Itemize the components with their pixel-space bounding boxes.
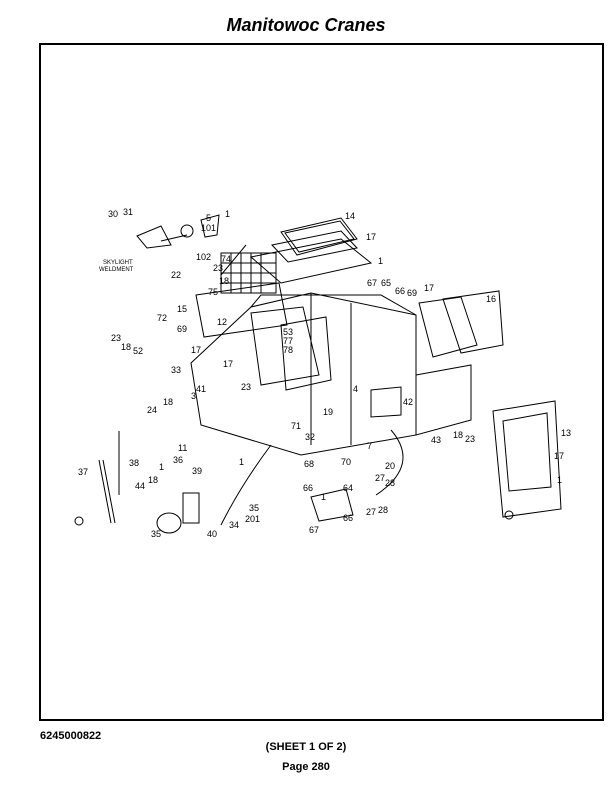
callout-label: 66 <box>343 513 353 523</box>
callout-label: 38 <box>129 458 139 468</box>
callout-label: 18 <box>219 276 229 286</box>
callout-label: 42 <box>403 397 413 407</box>
callout-label: 18 <box>121 342 131 352</box>
callout-label: 17 <box>554 451 564 461</box>
callout-label: 19 <box>323 407 333 417</box>
callout-label: 44 <box>135 481 145 491</box>
cab-exploded-diagram: 30 31 5 101 1 14 17 1 102 22 23 18 74 75… <box>74 207 571 539</box>
callout-label: 67 <box>367 278 377 288</box>
callout-label: 102 <box>196 252 211 262</box>
callout-label: 37 <box>78 467 88 477</box>
callout-label: 71 <box>291 421 301 431</box>
assembly-arrow <box>220 244 247 276</box>
callout-label: 65 <box>381 278 391 288</box>
callout-label: 13 <box>561 428 571 438</box>
callout-label: 34 <box>229 520 239 530</box>
assembly-arrow <box>220 444 272 526</box>
roof-frame <box>249 238 373 284</box>
side-window <box>418 290 504 358</box>
callout-label: 72 <box>157 313 167 323</box>
callout-labels: 30 31 5 101 1 14 17 1 102 22 23 18 74 75… <box>78 207 571 539</box>
callout-label: 11 <box>178 443 187 453</box>
assembly-arrow <box>375 429 404 496</box>
callout-label: 1 <box>225 209 230 219</box>
callout-label: 4 <box>353 384 358 394</box>
callout-label: 43 <box>431 435 441 445</box>
callout-label: 18 <box>453 430 463 440</box>
callout-label: 18 <box>163 397 173 407</box>
callout-label: 41 <box>196 384 206 394</box>
callout-label: 17 <box>191 345 201 355</box>
window-grille <box>220 252 277 294</box>
callout-label: 23 <box>213 263 223 273</box>
skylight-weldment <box>136 214 220 249</box>
callout-label: 69 <box>407 288 417 298</box>
callout-label: 1 <box>239 457 244 467</box>
callout-label: 64 <box>343 483 353 493</box>
callout-label: 16 <box>486 294 496 304</box>
callout-label: 77 <box>283 336 293 346</box>
callout-label: 36 <box>173 455 183 465</box>
callout-label: 28 <box>385 478 395 488</box>
callout-label: 30 <box>108 209 118 219</box>
callout-label: 23 <box>111 333 121 343</box>
callout-label: 1 <box>321 492 326 502</box>
page-title: Manitowoc Cranes <box>226 15 386 35</box>
callout-label: 24 <box>147 405 157 415</box>
part-number: 6245000822 <box>40 730 102 742</box>
mount-bracket <box>310 488 354 522</box>
callout-label: 35 <box>151 529 161 539</box>
callout-label: 1 <box>557 475 562 485</box>
callout-label: 35 <box>249 503 259 513</box>
callout-label: 12 <box>217 317 227 327</box>
diagram-notes: SKYLIGHT WELDMENT <box>99 260 134 273</box>
callout-label: 66 <box>303 483 313 493</box>
callout-label: 75 <box>208 287 218 297</box>
callout-label: 101 <box>201 223 216 233</box>
skylight-glass <box>280 217 358 256</box>
callout-label: 17 <box>366 232 376 242</box>
callout-label: 201 <box>245 514 260 524</box>
callout-label: 17 <box>223 359 233 369</box>
callout-label: 18 <box>148 475 158 485</box>
cab-body <box>190 292 472 456</box>
callout-label: 31 <box>123 207 133 217</box>
callout-label: 39 <box>192 466 202 476</box>
callout-label: 69 <box>177 324 187 334</box>
callout-label: 53 <box>283 327 293 337</box>
note-skylight: SKYLIGHT <box>103 260 133 266</box>
callout-label: 5 <box>206 213 211 223</box>
callout-label: 32 <box>305 432 315 442</box>
skylight-seal <box>271 230 358 263</box>
diagram-frame: 30 31 5 101 1 14 17 1 102 22 23 18 74 75… <box>39 43 604 721</box>
callout-label: 20 <box>385 461 395 471</box>
callout-label: 68 <box>304 459 314 469</box>
callout-label: 33 <box>171 365 181 375</box>
callout-label: 40 <box>207 529 217 539</box>
callout-label: 74 <box>221 254 231 264</box>
callout-label: 67 <box>309 525 319 535</box>
callout-label: 1 <box>378 256 383 266</box>
callout-label: 70 <box>341 457 351 467</box>
callout-label: 23 <box>465 434 475 444</box>
callout-label: 28 <box>378 505 388 515</box>
callout-label: 66 <box>395 286 405 296</box>
callout-label: 23 <box>241 382 251 392</box>
note-weldment: WELDMENT <box>99 267 134 273</box>
sheet-label: (SHEET 1 OF 2) <box>265 741 347 753</box>
callout-label: 14 <box>345 211 355 221</box>
page-number: Page 280 <box>282 761 330 773</box>
callout-label: 52 <box>133 346 143 356</box>
callout-label: 3 <box>191 391 196 401</box>
callout-label: 1 <box>159 462 164 472</box>
callout-label: 15 <box>177 304 187 314</box>
callout-label: 27 <box>375 473 385 483</box>
callout-label: 7 <box>367 441 372 451</box>
callout-label: 78 <box>283 345 293 355</box>
callout-label: 22 <box>171 270 181 280</box>
cab-door <box>492 400 562 520</box>
callout-label: 17 <box>424 283 434 293</box>
callout-label: 27 <box>366 507 376 517</box>
wiper-assembly <box>74 431 200 534</box>
